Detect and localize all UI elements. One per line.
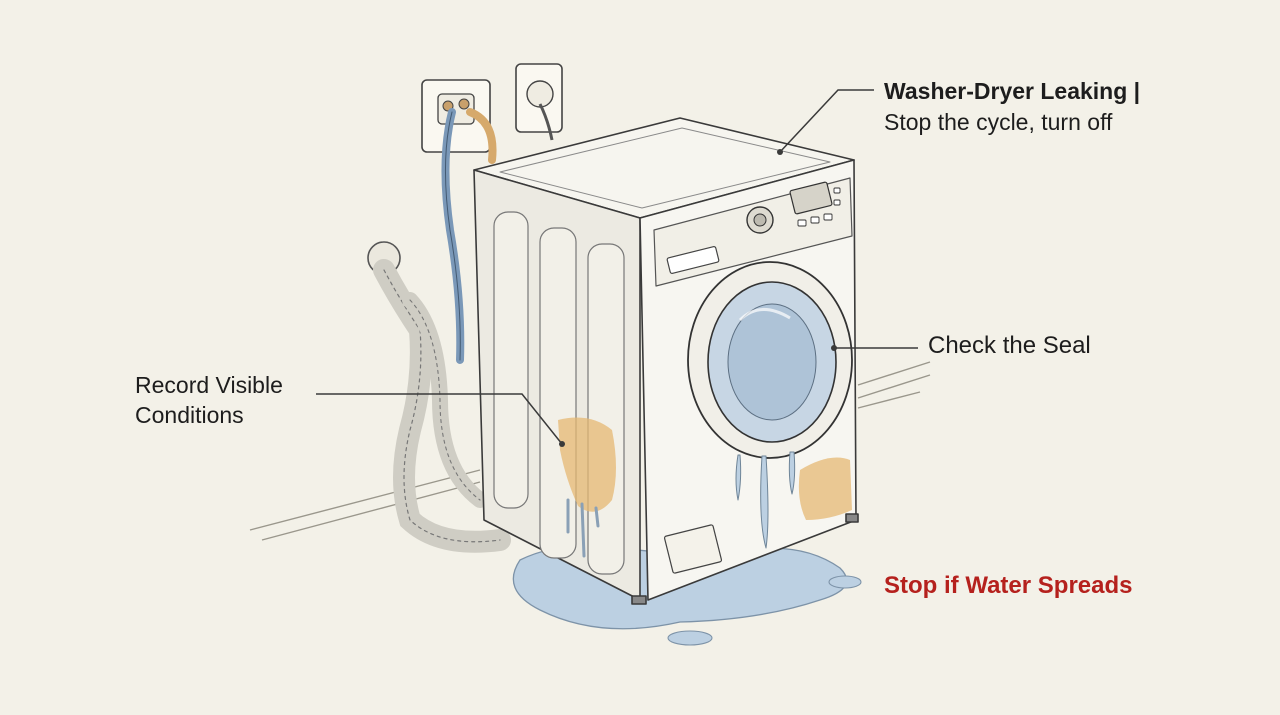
leak-subtitle: Stop the cycle, turn off bbox=[884, 109, 1113, 135]
drain-hose-icon bbox=[367, 241, 511, 553]
record-conditions-annotation: Record Visible Conditions bbox=[135, 370, 283, 430]
supply-hoses bbox=[441, 108, 497, 364]
leader-record bbox=[316, 393, 563, 445]
leak-title-annotation: Washer-Dryer Leaking | Stop the cycle, t… bbox=[884, 76, 1140, 138]
annotation-leaders bbox=[316, 89, 918, 445]
wall-outlet-icon bbox=[515, 63, 563, 141]
record-line-2: Conditions bbox=[135, 402, 244, 428]
check-seal-annotation: Check the Seal bbox=[928, 332, 1091, 359]
leader-dots bbox=[559, 149, 837, 447]
leak-stain-marks bbox=[558, 417, 852, 520]
leader-title bbox=[779, 89, 874, 153]
washer-dryer-illustration bbox=[473, 117, 859, 605]
stop-warning-annotation: Stop if Water Spreads bbox=[884, 572, 1133, 599]
room-floor-lines bbox=[249, 361, 931, 541]
stain-drips bbox=[566, 498, 600, 558]
leak-title: Washer-Dryer Leaking | bbox=[884, 78, 1141, 104]
record-line-1: Record Visible bbox=[135, 372, 283, 398]
